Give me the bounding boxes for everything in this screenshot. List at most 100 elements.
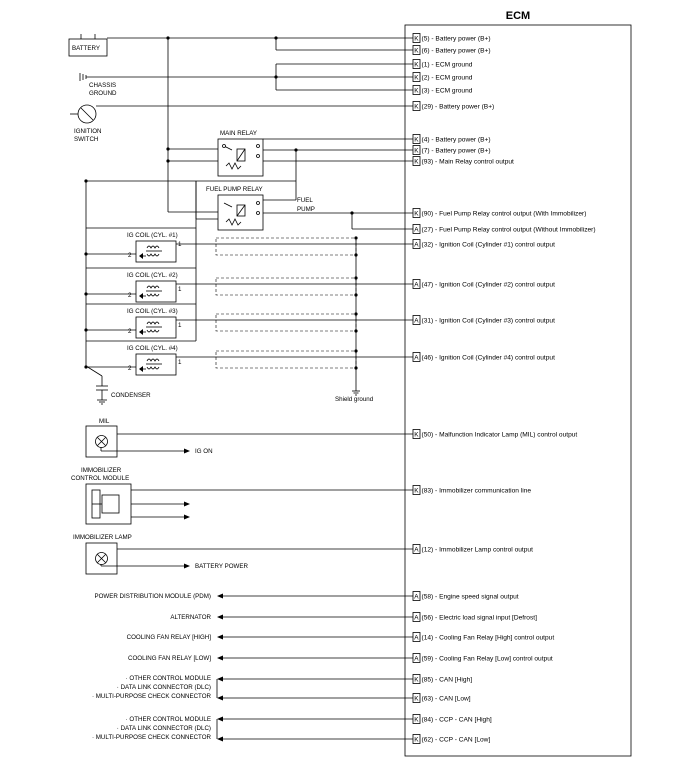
ig-on-label: IG ON	[195, 448, 213, 455]
ig-coil-pin-1: 1	[178, 359, 182, 366]
ecm-pin-label: (83) - Immobilizer communication line	[422, 487, 532, 494]
fuel-pump-relay-label: FUEL PUMP RELAY	[206, 186, 263, 193]
ecm-pin-label: (7) - Battery power (B+)	[422, 147, 491, 154]
ecm-connector-letter: A	[414, 226, 419, 233]
ecm-connector-letter: K	[414, 74, 419, 81]
ecm-connector-letter: A	[414, 281, 419, 288]
ecm-connector-letter: K	[414, 147, 419, 154]
ig-coil-pin-2: 2	[128, 365, 132, 372]
ecm-pin-label: (50) - Malfunction Indicator Lamp (MIL) …	[422, 431, 578, 438]
cooling-fan-high-label: COOLING FAN RELAY [HIGH]	[127, 634, 212, 641]
immobilizer-module-label-1: IMMOBILIZER	[81, 467, 122, 474]
ecm-pin-label: (47) - Ignition Coil (Cylinder #2) contr…	[422, 281, 556, 288]
ecm-pin-label: (27) - Fuel Pump Relay control output (W…	[422, 226, 596, 233]
ecm-pin-label: (14) - Cooling Fan Relay [High] control …	[422, 634, 555, 641]
ecm-pin-label: (6) - Battery power (B+)	[422, 47, 491, 54]
condenser-label: CONDENSER	[111, 392, 151, 399]
other-group-2-line-1: · OTHER CONTROL MODULE	[126, 716, 211, 723]
battery-label: BATTERY	[72, 45, 100, 52]
ecm-connector-letter: K	[414, 87, 419, 94]
immobilizer-lamp-icon	[95, 552, 108, 565]
ig-coil-pin-2: 2	[128, 292, 132, 299]
mil-box	[85, 425, 118, 458]
ecm-pin-label: (32) - Ignition Coil (Cylinder #1) contr…	[422, 241, 556, 248]
ecm-pin-label: (56) - Electric load signal input [Defro…	[422, 614, 538, 621]
battery-box	[68, 38, 108, 57]
mil-label: MIL	[99, 418, 110, 425]
ecm-connector-letter: K	[414, 210, 419, 217]
ig-coil-pin-2: 2	[128, 252, 132, 259]
ecm-pin-label: (2) - ECM ground	[422, 74, 473, 81]
alternator-label: ALTERNATOR	[170, 614, 211, 621]
ecm-pin-label: (59) - Cooling Fan Relay [Low] control o…	[422, 655, 553, 662]
ecm-connector-letter: K	[414, 716, 419, 723]
ig-coil-label: IG COIL (CYL. #1)	[127, 232, 178, 239]
ecm-connector-letter: K	[414, 676, 419, 683]
ecm-pin-label: (90) - Fuel Pump Relay control output (W…	[422, 210, 587, 217]
ig-coil-symbol	[135, 240, 177, 263]
ecm-connector-letter: K	[414, 35, 419, 42]
ecm-pin-label: (85) - CAN [High]	[422, 676, 473, 683]
ecm-box	[404, 24, 632, 757]
ig-coil-label: IG COIL (CYL. #2)	[127, 272, 178, 279]
ecm-pin-label: (93) - Main Relay control output	[422, 158, 515, 165]
immobilizer-lamp-label: IMMOBILIZER LAMP	[73, 534, 132, 541]
ecm-connector-letter: K	[414, 103, 419, 110]
ignition-switch-icon	[70, 104, 97, 124]
ecm-connector-letter: A	[414, 593, 419, 600]
ecm-pin-label: (12) - Immobilizer Lamp control output	[422, 546, 534, 553]
ecm-connector-letter: A	[414, 354, 419, 361]
ecm-connector-letter: K	[414, 431, 419, 438]
battery-power-label: BATTERY POWER	[195, 563, 248, 570]
ecm-connector-letter: A	[414, 655, 419, 662]
ecm-pin-label: (63) - CAN [Low]	[422, 695, 471, 702]
ecm-connector-letter: K	[414, 736, 419, 743]
ig-coil-pin-1: 1	[178, 286, 182, 293]
ecm-pin-label: (29) - Battery power (B+)	[422, 103, 495, 110]
mil-lamp-icon	[95, 435, 108, 448]
ecm-connector-letter: K	[414, 136, 419, 143]
ecm-pin-label: (62) - CCP - CAN [Low]	[422, 736, 491, 743]
ecm-pin-label: (31) - Ignition Coil (Cylinder #3) contr…	[422, 317, 556, 324]
ecm-pin-label: (4) - Battery power (B+)	[422, 136, 491, 143]
ecm-pin-label: (3) - ECM ground	[422, 87, 473, 94]
ecm-connector-letter: A	[414, 546, 419, 553]
ecm-pin-label: (1) - ECM ground	[422, 61, 473, 68]
cooling-fan-low-label: COOLING FAN RELAY [LOW]	[128, 655, 211, 662]
ignition-switch-label-1: IGNITION	[74, 128, 102, 135]
other-group-1-line-3: · MULTI-PURPOSE CHECK CONNECTOR	[92, 693, 212, 700]
ig-coil-label: IG COIL (CYL. #4)	[127, 345, 178, 352]
ecm-connector-letter: K	[414, 487, 419, 494]
pdm-label: POWER DISTRIBUTION MODULE (PDM)	[94, 593, 211, 600]
immobilizer-module-icon	[91, 489, 120, 519]
ecm-pin-label: (84) - CCP - CAN [High]	[422, 716, 492, 723]
ecm-connector-letter: A	[414, 634, 419, 641]
ig-coil-symbol	[135, 280, 177, 303]
chassis-ground-symbol	[79, 73, 87, 81]
fuel-pump-relay-symbol	[217, 194, 264, 231]
ecm-connector-letter: K	[414, 158, 419, 165]
ecm-connector-letter: A	[414, 241, 419, 248]
ecm-pin-label: (5) - Battery power (B+)	[422, 35, 491, 42]
ig-coil-label: IG COIL (CYL. #3)	[127, 308, 178, 315]
ecm-pin-label: (46) - Ignition Coil (Cylinder #4) contr…	[422, 354, 556, 361]
ig-coil-pin-2: 2	[128, 328, 132, 335]
chassis-ground-label-2: GROUND	[89, 90, 117, 97]
shield-ground-label: Shield ground	[335, 396, 374, 403]
ig-coil-pin-1: 1	[178, 241, 182, 248]
ecm-connector-letter: K	[414, 61, 419, 68]
ecm-title: ECM	[506, 10, 530, 22]
ignition-switch-label-2: SWITCH	[74, 136, 98, 143]
ecm-connector-letter: A	[414, 317, 419, 324]
other-group-1-line-2: · DATA LINK CONNECTOR (DLC)	[117, 684, 211, 691]
condenser-symbol	[96, 385, 108, 405]
ecm-connector-letter: K	[414, 695, 419, 702]
ig-coil-symbol	[135, 316, 177, 339]
ecm-connector-letter: K	[414, 47, 419, 54]
main-relay-symbol	[217, 138, 264, 177]
other-group-1-line-1: · OTHER CONTROL MODULE	[126, 675, 211, 682]
ig-coil-symbol	[135, 353, 177, 376]
immobilizer-module-label-2: CONTROL MODULE	[71, 475, 129, 482]
